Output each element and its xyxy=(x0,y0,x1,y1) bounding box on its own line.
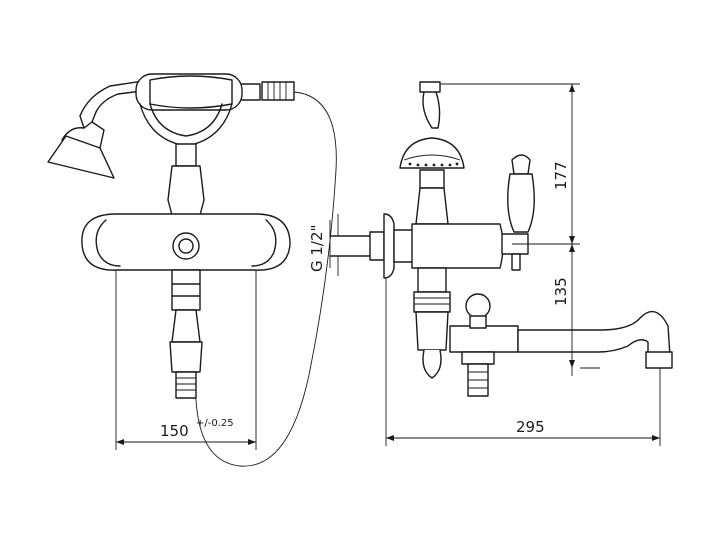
side-shower-head xyxy=(399,81,465,189)
thread-label: G 1/2" xyxy=(308,225,326,272)
dimension-150: 150 +/-0.25 xyxy=(115,270,257,450)
handset-handle xyxy=(135,73,295,111)
dimension-150-label: 150 xyxy=(160,422,189,440)
shower-head-holes xyxy=(408,162,459,167)
dimension-vertical: 177 135 xyxy=(440,83,600,376)
front-view: 150 +/-0.25 xyxy=(47,73,337,467)
dimension-295-label: 295 xyxy=(516,418,545,436)
side-mixer-body xyxy=(411,187,504,379)
dimension-177-label: 177 xyxy=(552,161,570,190)
dimension-tolerance-label: +/-0.25 xyxy=(196,418,234,429)
hand-shower-head xyxy=(47,79,151,179)
wall-inlet: G 1/2" xyxy=(308,213,415,279)
side-lever-handle xyxy=(501,154,535,271)
side-spout xyxy=(449,293,673,397)
dimension-295: 295 xyxy=(385,278,661,446)
shower-hose xyxy=(189,91,337,467)
side-view: G 1/2" xyxy=(308,81,673,446)
mixer-body-front xyxy=(81,165,291,399)
handset-cradle xyxy=(139,103,233,167)
dimension-135-label: 135 xyxy=(552,277,570,306)
